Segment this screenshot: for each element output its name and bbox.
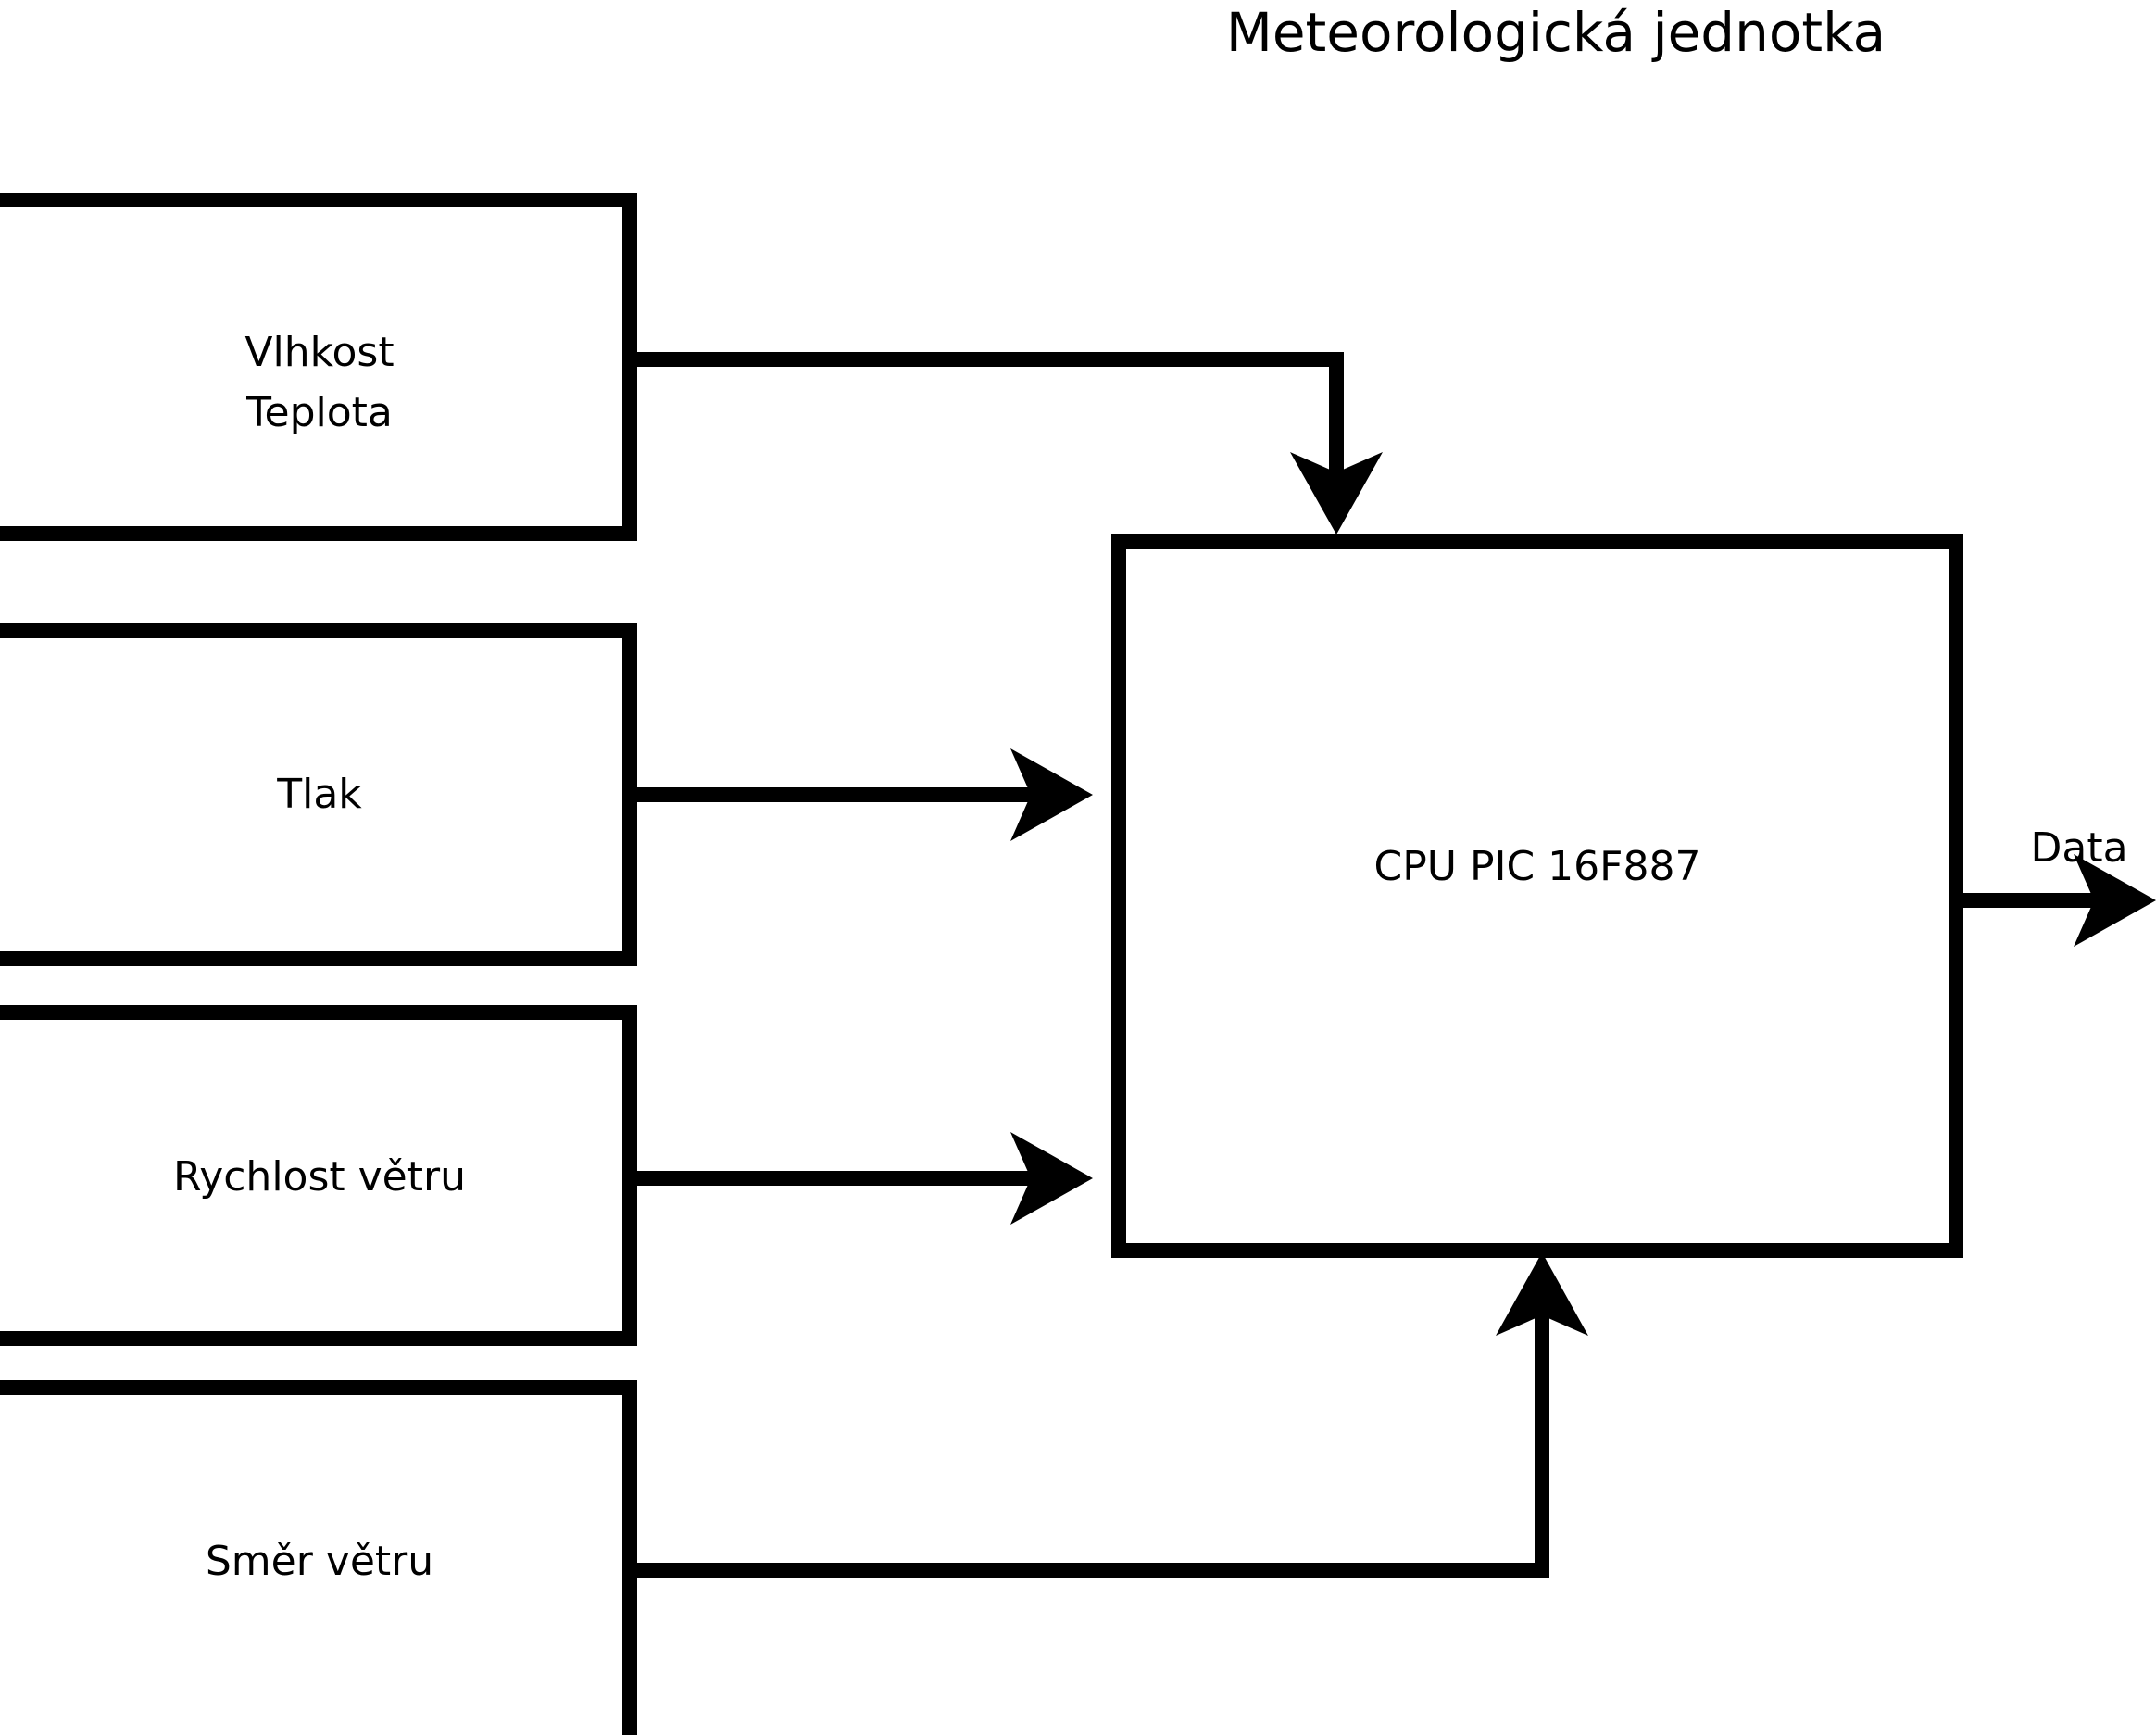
cpu-block-label: CPU PIC 16F887 [1374,843,1701,890]
data-output-label: Data [2030,824,2127,872]
sensor-block-wind-speed[interactable]: Rychlost větru [0,1005,637,1346]
sensor-block-pressure[interactable]: Tlak [0,623,637,966]
connector-cpu-to-data-output: Data [1956,824,2156,947]
connector-wind-direction-to-cpu-arrowhead [1496,1252,1588,1336]
sensor-block-wind-speed-label: Rychlost větru [173,1153,466,1201]
connector-humidity-temperature-to-cpu-path [622,352,1344,482]
connector-wind-direction-to-cpu [622,1252,1588,1578]
sensor-block-humidity-temperature[interactable]: Vlhkost Teplota [0,193,637,541]
connector-pressure-to-cpu [622,748,1093,841]
page-title: Meteorologická jednotka [1226,1,1886,64]
cpu-block[interactable]: CPU PIC 16F887 [1111,534,1963,1258]
connector-humidity-temperature-to-cpu-arrowhead [1290,452,1383,534]
sensor-block-wind-direction-label: Směr větru [206,1538,433,1585]
sensor-block-pressure-rect [0,623,637,966]
connector-wind-direction-to-cpu-path [622,1315,1549,1578]
connector-cpu-to-data-output-arrowhead [2074,854,2156,947]
connector-pressure-to-cpu-arrowhead [1010,748,1093,841]
cpu-block-rect [1111,534,1963,1258]
connector-humidity-temperature-to-cpu [622,352,1383,534]
sensor-block-wind-direction-rect [0,1380,637,1735]
connector-wind-speed-to-cpu [622,1132,1093,1225]
sensor-block-humidity-temperature-label-line1: Vlhkost [244,329,394,376]
sensor-block-pressure-label: Tlak [276,771,362,818]
connector-wind-speed-to-cpu-arrowhead [1010,1132,1093,1225]
sensor-block-wind-direction[interactable]: Směr větru [0,1380,637,1735]
sensor-block-humidity-temperature-label-line2: Teplota [245,389,393,436]
